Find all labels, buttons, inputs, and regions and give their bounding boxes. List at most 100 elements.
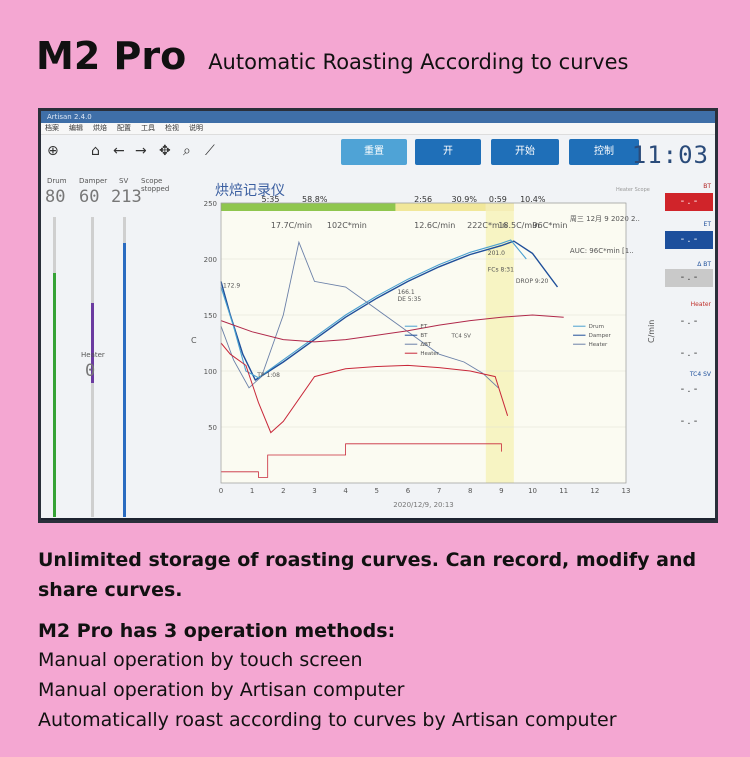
reset-button[interactable]: 重置 (341, 139, 407, 165)
plot-frame (220, 202, 627, 484)
drum-slider-fill (53, 273, 56, 517)
heater-step (221, 443, 502, 478)
bt-curve (220, 240, 559, 382)
method-1: Manual operation by touch screen (38, 649, 363, 671)
legend-right-label: Damper (589, 333, 612, 339)
x-tick-label: 13 (622, 487, 631, 495)
ror-6: 96C*min (533, 221, 568, 230)
method-3: Automatically roast according to curves … (38, 709, 617, 731)
tagline: Automatic Roasting According to curves (208, 50, 629, 74)
bt-label: BT (703, 183, 711, 190)
move-icon[interactable]: ✥ (159, 143, 171, 159)
lcd-clock: 11:03 (631, 141, 709, 169)
x-tick-label: 4 (343, 487, 348, 495)
annotation: DE 5:35 (397, 296, 421, 303)
annotation: 201.0 (488, 250, 505, 257)
menu-item-config[interactable]: 配置 (117, 124, 131, 132)
phase-bar-maillard (395, 203, 486, 211)
damper-value: 60 (79, 187, 100, 207)
x-tick-label: 10 (528, 487, 537, 495)
x-tick-label: 11 (559, 487, 568, 495)
date-label: 周三 12月 9 2020 2.. (570, 215, 640, 223)
heater-readout-2: - . - (680, 348, 698, 359)
on-button[interactable]: 开 (415, 139, 481, 165)
phase-bar-drying (221, 203, 396, 211)
x-tick-label: 6 (406, 487, 411, 495)
et-readout: - . - (665, 231, 713, 249)
et-label: ET (703, 221, 711, 228)
line-chart-icon[interactable]: ⟋ (205, 143, 215, 159)
method-2: Manual operation by Artisan computer (38, 679, 405, 701)
legend-right-label: Drum (589, 324, 604, 330)
phase-dry-time: 5:35 (262, 195, 280, 204)
bt-readout: - . - (665, 193, 713, 211)
scope-label: Scope stopped (141, 177, 170, 193)
storage-paragraph: Unlimited storage of roasting curves. Ca… (38, 549, 697, 601)
control-button[interactable]: 控制 (569, 139, 639, 165)
sv-value: 213 (111, 187, 142, 207)
extra-readout: - . - (680, 416, 698, 427)
add-icon[interactable]: ⊕ (47, 143, 59, 159)
y-tick-label: 150 (204, 312, 217, 320)
menu-item-file[interactable]: 档案 (45, 124, 59, 132)
x-tick-label: 5 (375, 487, 379, 495)
development-band (485, 203, 514, 483)
x-tick-label: 7 (437, 487, 441, 495)
heater-readout: - . - (680, 316, 698, 327)
phase-mai-pct: 30.9% (452, 195, 478, 204)
annotation: DROP 9:20 (516, 278, 549, 285)
tc4-sv-label: TC4 SV (689, 371, 711, 378)
ror-5: 18.5C/min (498, 221, 539, 230)
delta-bt-curve (220, 240, 499, 389)
screen-photo: Artisan 2.4.0 档案 编辑 烘焙 配置 工具 检视 说明 ⊕ ⌂ ←… (38, 108, 718, 523)
damper-slider-fill (91, 303, 94, 383)
left-panel: Drum Damper SV Scope stopped 80 60 213 H… (41, 173, 171, 518)
y-tick-label: 250 (204, 200, 217, 208)
tc4-readout: - . - (680, 384, 698, 395)
x-tick-label: 1 (250, 487, 254, 495)
brand-title: M2 Pro (36, 34, 187, 78)
x-tick-label: 12 (590, 487, 599, 495)
menu-item-roast[interactable]: 烘焙 (93, 124, 107, 132)
annotation: 172.9 (223, 282, 240, 289)
menu-item-edit[interactable]: 编辑 (69, 124, 83, 132)
annotation: TP 1:08 (256, 372, 280, 379)
legend-left-label: ΔBT (420, 342, 432, 348)
toolbar: ⊕ ⌂ ← → ✥ ⌕ ⟋ 重置 开 开始 控制 11:03 (41, 135, 715, 173)
y-axis-label: C (191, 336, 197, 345)
menu-item-tools[interactable]: 工具 (141, 124, 155, 132)
home-icon[interactable]: ⌂ (91, 143, 100, 159)
ror-3: 12.6C/min (414, 221, 455, 230)
annotation: FCs 8:31 (488, 267, 514, 274)
sv-slider-fill (123, 243, 126, 517)
x-tick-label: 9 (499, 487, 503, 495)
right-panel: BT - . - ET - . - Δ BT - . - Heater - . … (661, 173, 715, 518)
headline: M2 Pro Automatic Roasting According to c… (36, 34, 628, 78)
y-tick-label: 100 (204, 368, 217, 376)
heater-curve (220, 342, 509, 434)
start-button[interactable]: 开始 (491, 139, 559, 165)
description: Unlimited storage of roasting curves. Ca… (38, 545, 728, 735)
artisan-window: Artisan 2.4.0 档案 编辑 烘焙 配置 工具 检视 说明 ⊕ ⌂ ←… (41, 111, 715, 518)
window-title: Artisan 2.4.0 (47, 113, 92, 121)
damper-label: Damper (79, 177, 108, 185)
forward-icon[interactable]: → (135, 143, 147, 159)
y-tick-label: 50 (208, 424, 217, 432)
heater-right-label: Heater (690, 301, 711, 308)
menu-item-view[interactable]: 检视 (165, 124, 179, 132)
back-icon[interactable]: ← (113, 143, 125, 159)
chart-footer-date: 2020/12/9, 20:13 (393, 501, 454, 509)
phase-dev-pct: 10.4% (520, 195, 546, 204)
ror-1: 17.7C/min (271, 221, 312, 230)
drum-label: Drum (47, 177, 67, 185)
heater-value: 0 (85, 361, 96, 381)
zoom-icon[interactable]: ⌕ (183, 143, 191, 159)
delta-bt-label: Δ BT (697, 261, 711, 268)
methods-title: M2 Pro has 3 operation methods: (38, 620, 396, 642)
menu-item-help[interactable]: 说明 (189, 124, 203, 132)
legend-left-label: Heater (420, 351, 439, 357)
phase-dev-time: 0:59 (489, 195, 507, 204)
annotation: 166.1 (397, 289, 414, 296)
x-tick-label: 0 (219, 487, 223, 495)
legend-left-label: BT (420, 333, 428, 339)
